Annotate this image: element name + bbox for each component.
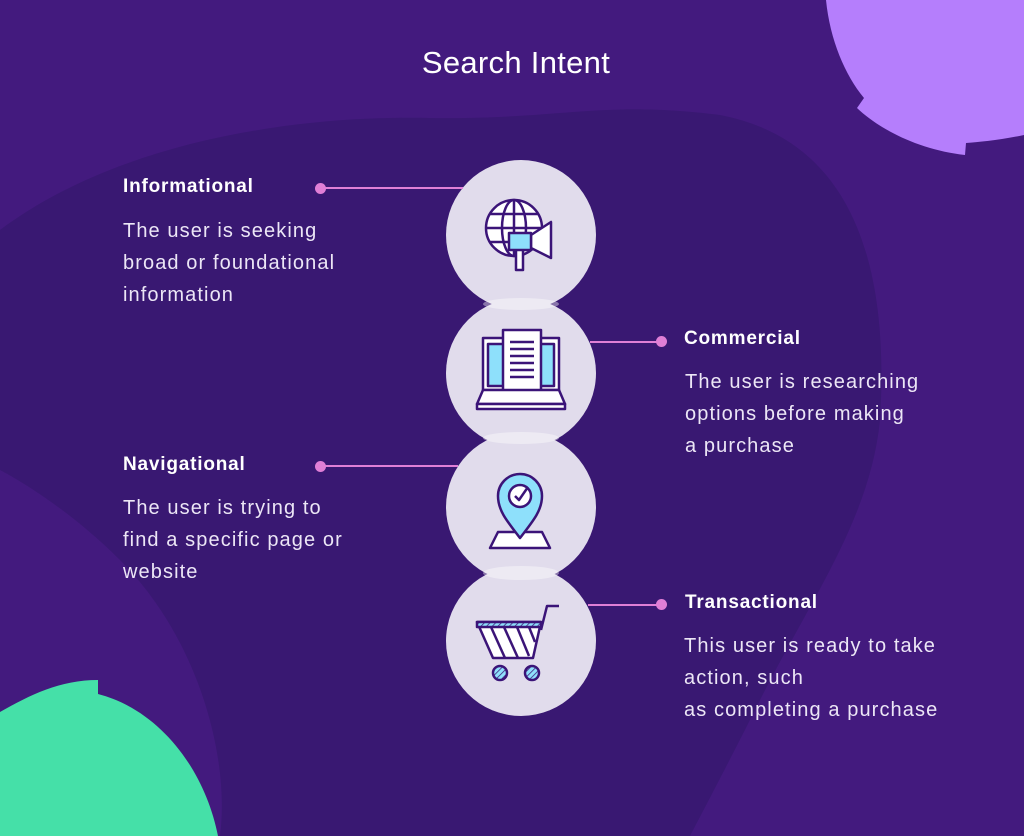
navigational-icon-circle (446, 432, 596, 582)
intent-description-informational: The user is seeking broad or foundationa… (123, 220, 336, 306)
overlap-highlight (483, 566, 559, 580)
informational-icon-circle (446, 160, 596, 310)
intent-heading-informational: Informational (123, 176, 254, 197)
purple-corner-shape (826, 0, 1024, 155)
intent-heading-commercial: Commercial (684, 328, 801, 349)
overlap-highlight (483, 432, 559, 444)
intent-heading-transactional: Transactional (685, 592, 818, 613)
shopping-cart-icon (475, 604, 559, 682)
laptop-document-icon (475, 328, 567, 411)
overlap-highlight (483, 298, 559, 310)
map-pin-check-icon (488, 472, 552, 550)
connector-dot (656, 599, 667, 610)
commercial-icon-circle (446, 298, 596, 448)
connector-line (320, 465, 458, 467)
background-blob (0, 109, 882, 836)
green-corner-shape (0, 680, 218, 836)
transactional-icon-circle (446, 566, 596, 716)
connector-dot (656, 336, 667, 347)
intent-heading-navigational: Navigational (123, 454, 246, 475)
intent-description-transactional: This user is ready to take action, such … (684, 635, 939, 721)
page-title: Search Intent (421, 45, 611, 80)
globe-megaphone-icon (484, 198, 553, 272)
intent-description-commercial: The user is researching options before m… (685, 371, 920, 457)
connector-line (588, 604, 660, 606)
intent-description-navigational: The user is trying to find a specific pa… (123, 497, 343, 583)
connector-line (590, 341, 662, 343)
connector-line (320, 187, 463, 189)
